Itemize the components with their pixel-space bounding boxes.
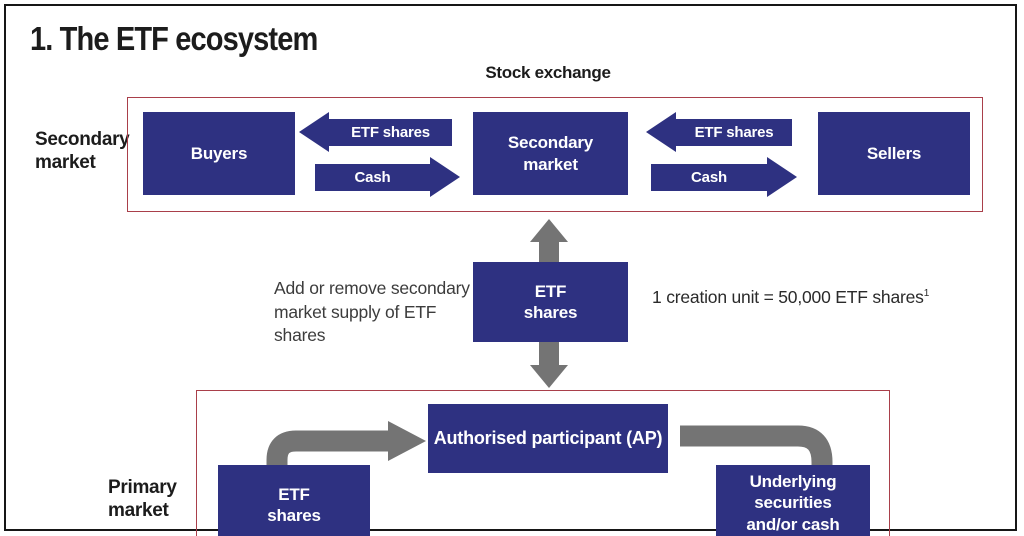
secondary-market-box: Secondary market [473,112,628,195]
etf-shares-arrow-label: ETF shares [676,118,792,146]
arrow-right-icon [767,157,797,197]
cash-arrow-label: Cash [315,163,430,191]
sellers-box: Sellers [818,112,970,195]
arrow-down-shaft [539,342,559,366]
arrow-up-icon [530,219,568,242]
supply-note: Add or remove secondary market supply of… [274,278,470,346]
buyers-box: Buyers [143,112,295,195]
stock-exchange-label: Stock exchange [485,63,611,82]
arrow-down-icon [530,365,568,388]
sellers-label: Sellers [866,143,922,163]
underlying-securities-label: Underlying securities and/or cash [746,472,840,534]
primary-market-side-label: Primary market [108,477,177,522]
arrow-right-icon [430,157,460,197]
arrow-up-shaft [539,241,559,263]
underlying-securities-box: Underlying securities and/or cash [716,465,870,536]
footnote-marker: 1 [923,288,930,300]
buyers-label: Buyers [190,143,248,163]
creation-unit-note: 1 creation unit = 50,000 ETF shares1 [652,286,929,310]
arrow-left-icon [299,112,329,152]
arrow-left-icon [646,112,676,152]
authorised-participant-box: Authorised participant (AP) [428,404,668,473]
secondary-market-box-label: Secondary market [507,133,594,174]
page-title: 1. The ETF ecosystem [30,20,318,57]
etf-shares-middle-box: ETF shares [473,262,628,342]
creation-unit-text: 1 creation unit = 50,000 ETF shares [652,287,924,307]
etf-shares-bottom-label: ETF shares [267,484,321,525]
primary-market-container [196,390,890,536]
secondary-market-container [127,97,983,212]
secondary-market-side-label: Secondary market [35,129,130,174]
etf-shares-arrow-label: ETF shares [329,118,452,146]
cash-arrow-label: Cash [651,163,767,191]
authorised-participant-label: Authorised participant (AP) [433,428,663,449]
etf-shares-middle-label: ETF shares [523,281,578,322]
cash-right-arrow: Cash [651,157,797,197]
etf-shares-left-arrow: ETF shares [646,112,792,152]
etf-shares-left-arrow: ETF shares [299,112,452,152]
etf-shares-bottom-box: ETF shares [218,465,370,536]
cash-right-arrow: Cash [315,157,460,197]
